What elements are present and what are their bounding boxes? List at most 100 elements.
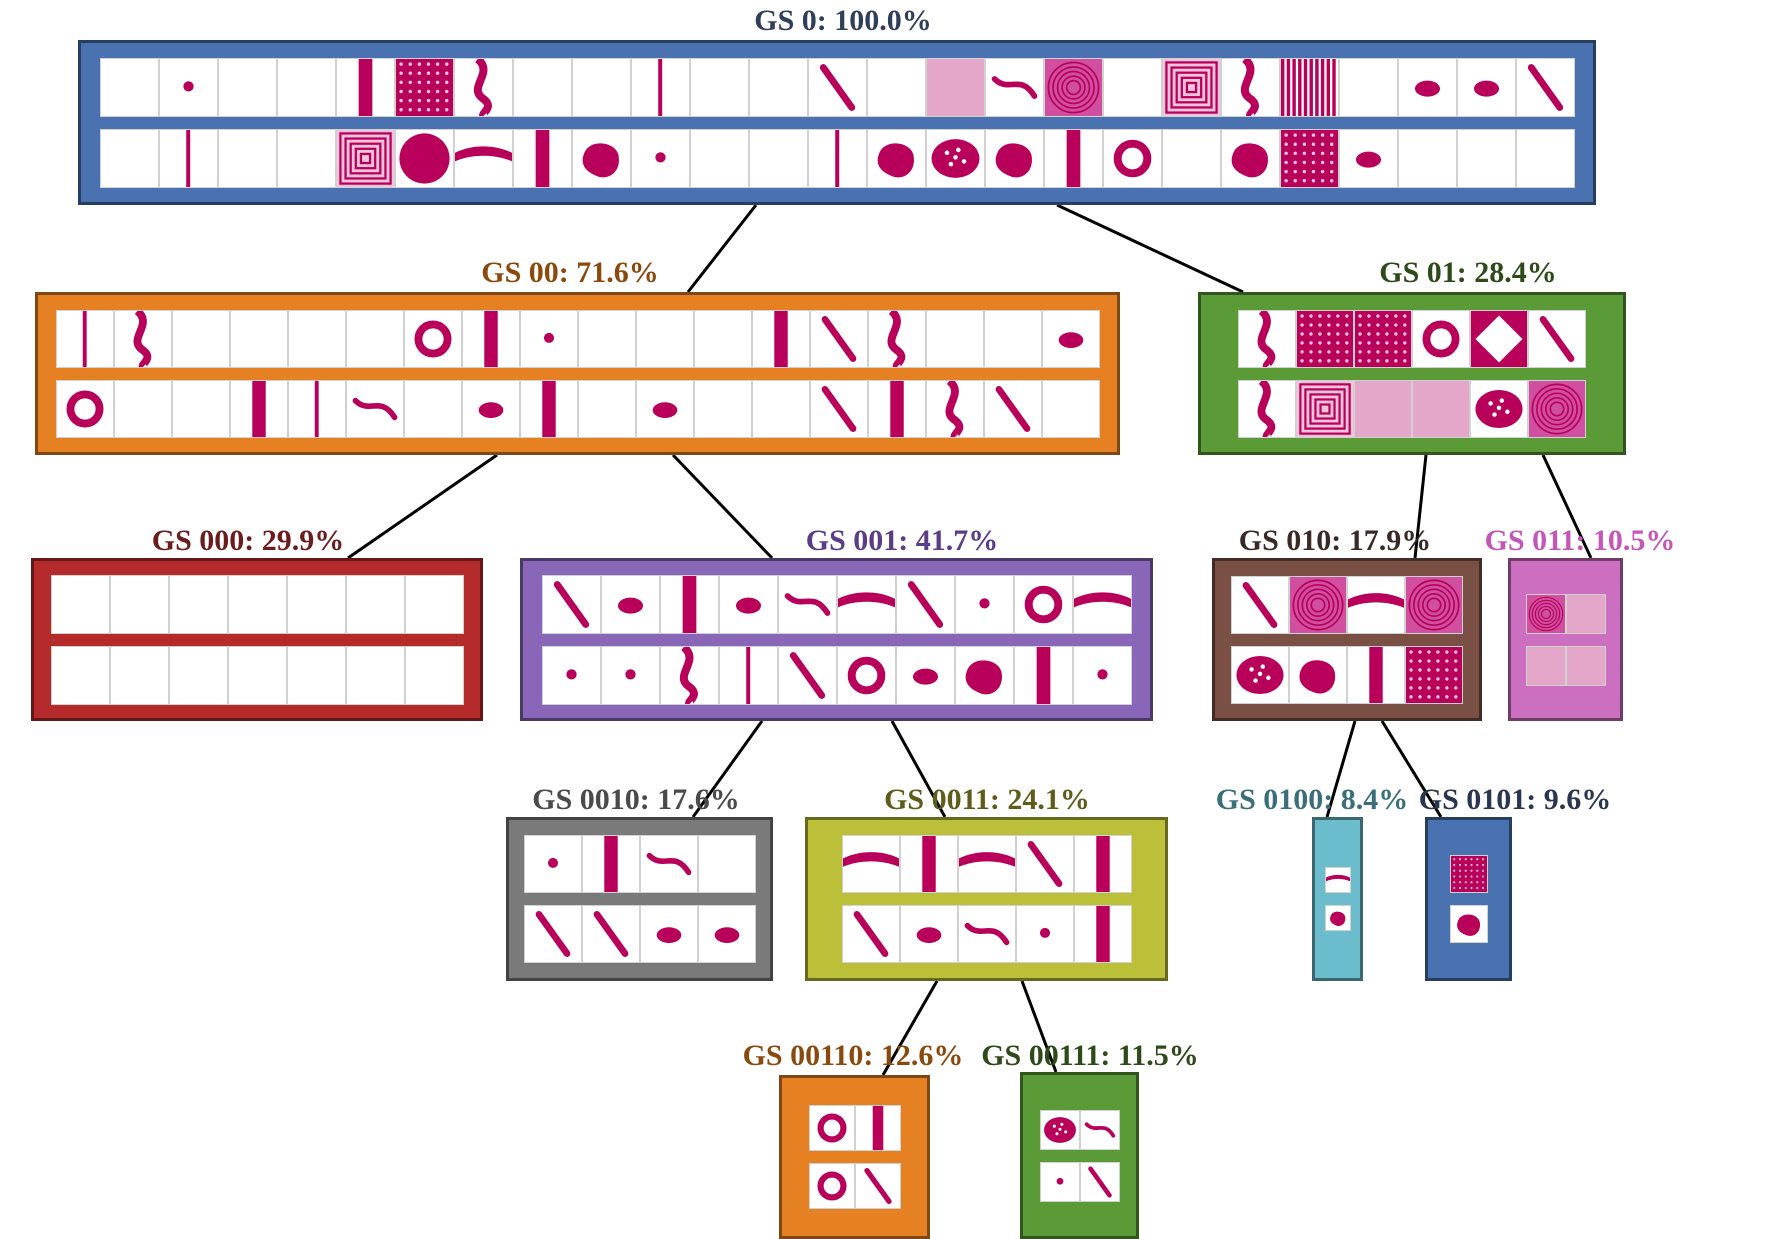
pattern-thumbnail <box>1515 128 1575 188</box>
pattern-thumbnail <box>809 309 868 368</box>
cluster-box-n00111 <box>1020 1072 1139 1239</box>
pattern-thumbnail <box>50 645 110 705</box>
pattern-thumbnail <box>777 574 837 634</box>
pattern-thumbnail <box>286 574 346 634</box>
pattern-thumbnail <box>809 379 868 438</box>
cluster-row <box>523 835 756 893</box>
cluster-box-n00 <box>35 292 1120 455</box>
pattern-thumbnail <box>571 57 631 117</box>
pattern-thumbnail <box>171 379 230 438</box>
pattern-thumbnail <box>957 835 1016 893</box>
edge-n00-n000 <box>347 453 498 560</box>
pattern-thumbnail <box>895 645 955 705</box>
pattern-thumbnail <box>1073 905 1132 963</box>
cluster-box-n010 <box>1212 558 1482 721</box>
pattern-thumbnail <box>519 309 578 368</box>
cluster-row <box>808 1163 901 1209</box>
pattern-thumbnail <box>1013 574 1073 634</box>
cluster-row <box>50 574 464 634</box>
pattern-thumbnail <box>1296 309 1354 368</box>
edge-n010-n0100 <box>1325 720 1357 818</box>
pattern-thumbnail <box>718 574 778 634</box>
pattern-thumbnail <box>630 57 690 117</box>
pattern-thumbnail <box>808 1163 855 1209</box>
pattern-thumbnail <box>1231 575 1289 634</box>
pattern-thumbnail <box>1220 128 1280 188</box>
node-title-n0: GS 0: 100.0% <box>754 4 932 37</box>
edge-n00-n001 <box>671 453 774 560</box>
pattern-thumbnail <box>899 835 958 893</box>
pattern-thumbnail <box>1449 855 1488 893</box>
pattern-thumbnail <box>1405 575 1463 634</box>
pattern-thumbnail <box>659 645 719 705</box>
pattern-thumbnail <box>867 379 926 438</box>
pattern-thumbnail <box>899 905 958 963</box>
node-title-n00110: GS 00110: 12.6% <box>742 1039 964 1072</box>
pattern-thumbnail <box>751 379 810 438</box>
node-title-n0010: GS 0010: 17.6% <box>532 783 740 816</box>
pattern-thumbnail <box>954 645 1014 705</box>
pattern-thumbnail <box>581 835 640 893</box>
pattern-thumbnail <box>1338 128 1398 188</box>
pattern-thumbnail <box>276 57 336 117</box>
pattern-thumbnail <box>1412 309 1470 368</box>
cluster-box-n01 <box>1198 292 1626 455</box>
pattern-thumbnail <box>639 905 698 963</box>
cluster-row <box>1039 1161 1120 1202</box>
edge-n010-n0101 <box>1380 720 1443 818</box>
pattern-thumbnail <box>751 309 810 368</box>
pattern-thumbnail <box>453 57 513 117</box>
pattern-thumbnail <box>286 645 346 705</box>
pattern-thumbnail <box>1238 379 1296 438</box>
pattern-thumbnail <box>1449 905 1488 943</box>
node-title-n001: GS 001: 41.7% <box>805 524 999 557</box>
pattern-thumbnail <box>1470 379 1528 438</box>
cluster-box-n0011 <box>805 817 1168 981</box>
node-title-n010: GS 010: 17.9% <box>1238 524 1432 557</box>
pattern-thumbnail <box>50 574 110 634</box>
pattern-thumbnail <box>113 309 172 368</box>
pattern-thumbnail <box>577 309 636 368</box>
pattern-thumbnail <box>748 128 808 188</box>
pattern-thumbnail <box>1073 835 1132 893</box>
edge-n001-n0010 <box>691 720 764 818</box>
pattern-thumbnail <box>1041 309 1100 368</box>
cluster-row <box>1039 1109 1120 1150</box>
node-title-n0100: GS 0100: 8.4% <box>1215 783 1409 816</box>
pattern-thumbnail <box>1231 645 1289 704</box>
pattern-thumbnail <box>925 309 984 368</box>
pattern-thumbnail <box>1515 57 1575 117</box>
pattern-thumbnail <box>1397 57 1457 117</box>
edge-n001-n0011 <box>890 720 947 818</box>
pattern-thumbnail <box>1102 128 1162 188</box>
cluster-row <box>55 379 1100 438</box>
pattern-thumbnail <box>335 57 395 117</box>
cluster-box-n000 <box>31 558 483 721</box>
pattern-thumbnail <box>1041 379 1100 438</box>
pattern-thumbnail <box>109 645 169 705</box>
pattern-thumbnail <box>1015 835 1074 893</box>
pattern-thumbnail <box>403 379 462 438</box>
cluster-row <box>55 309 1100 368</box>
pattern-thumbnail <box>1079 1161 1120 1202</box>
pattern-thumbnail <box>925 379 984 438</box>
pattern-thumbnail <box>1324 867 1351 893</box>
pattern-thumbnail <box>394 57 454 117</box>
node-title-n0101: GS 0101: 9.6% <box>1418 783 1612 816</box>
node-title-n00: GS 00: 71.6% <box>481 256 659 289</box>
pattern-thumbnail <box>523 835 582 893</box>
cluster-row <box>1525 645 1606 686</box>
edge-n0011-n00110 <box>881 980 939 1076</box>
pattern-thumbnail <box>541 645 601 705</box>
node-title-n00111: GS 00111: 11.5% <box>981 1039 1199 1072</box>
cluster-box-n0010 <box>506 817 773 981</box>
pattern-thumbnail <box>925 57 985 117</box>
pattern-thumbnail <box>983 309 1042 368</box>
pattern-thumbnail <box>689 128 749 188</box>
pattern-thumbnail <box>1279 128 1339 188</box>
pattern-thumbnail <box>1161 128 1221 188</box>
pattern-thumbnail <box>748 57 808 117</box>
pattern-thumbnail <box>99 128 159 188</box>
cluster-row <box>808 1105 901 1151</box>
